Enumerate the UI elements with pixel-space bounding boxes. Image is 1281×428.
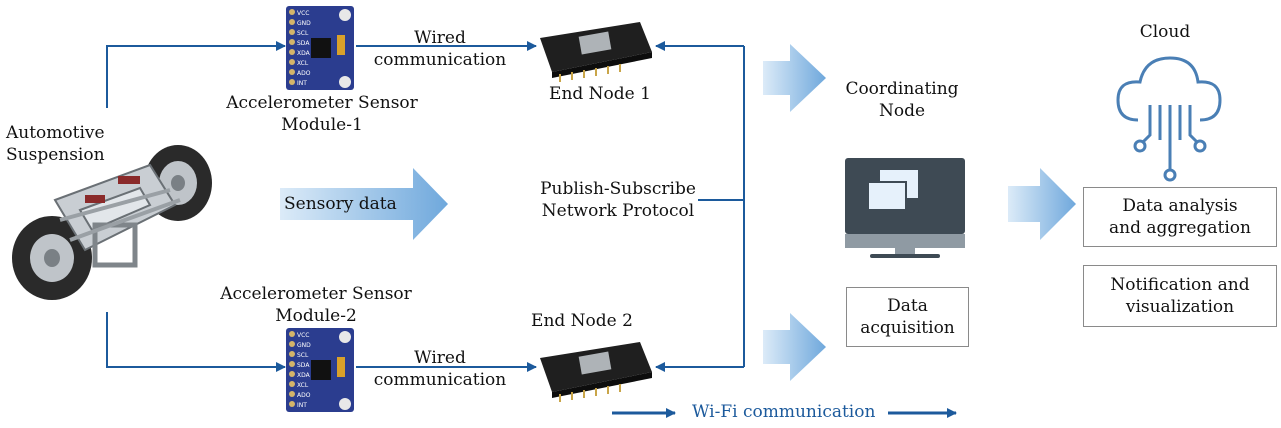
sensor-pin-label: SCL — [297, 30, 309, 37]
sensor-pin-label: SCL — [297, 352, 309, 359]
block-arrow-to-coordinator-top — [763, 44, 826, 112]
sensor-pin-label: GND — [297, 20, 311, 27]
cloud-label: Cloud — [1139, 22, 1191, 42]
sensor-pin-label: VCC — [297, 332, 309, 339]
end-node-1-board — [540, 22, 652, 82]
sensor-pin-label: ADO — [297, 70, 311, 77]
sensor-pin-label: SDA — [297, 40, 310, 47]
wired-comm-2-label: Wired communication — [373, 348, 507, 390]
sensor-pin-label: XCL — [297, 60, 309, 67]
data-acquisition-box: Data acquisition — [846, 287, 969, 347]
sensor-board-2 — [286, 328, 354, 412]
wire-suspension-to-sensor1 — [106, 41, 286, 108]
protocol-label: Publish-Subscribe Network Protocol — [540, 179, 696, 221]
suspension-image — [12, 145, 212, 300]
sensor-pin-label: GND — [297, 342, 311, 349]
wire-suspension-to-sensor2 — [106, 312, 286, 372]
suspension-label: Automotive Suspension — [6, 123, 105, 165]
sensor-pin-label: VCC — [297, 10, 309, 17]
notification-box: Notification and visualization — [1083, 265, 1277, 327]
data-analysis-box: Data analysis and aggregation — [1083, 187, 1277, 247]
cloud-icon — [1116, 56, 1222, 182]
monitor-icon — [845, 158, 965, 258]
sensor-2-label: Accelerometer Sensor Module-2 — [220, 284, 412, 326]
sensor-board-1 — [286, 6, 354, 90]
sensor-1-label: Accelerometer Sensor Module-1 — [226, 93, 418, 135]
end-node-1-label: End Node 1 — [549, 84, 651, 104]
sensor-pin-label: INT — [297, 80, 307, 87]
end-node-2-board — [540, 342, 652, 402]
sensor-pin-label: XCL — [297, 382, 309, 389]
sensor-pin-label: INT — [297, 402, 307, 409]
sensor-pin-label: XDA — [297, 50, 311, 57]
end-node-2-label: End Node 2 — [531, 311, 633, 331]
sensor-pin-label: XDA — [297, 372, 311, 379]
sensor-pin-label: SDA — [297, 362, 310, 369]
sensory-data-arrow — [280, 168, 448, 240]
sensory-data-label: Sensory data — [284, 194, 397, 214]
block-arrow-to-coordinator-bottom — [763, 313, 826, 381]
wifi-label: Wi-Fi communication — [692, 402, 876, 422]
coordinating-node-label: Coordinating Node — [845, 79, 959, 121]
sensor-pin-label: ADO — [297, 392, 311, 399]
block-arrow-to-cloud — [1008, 168, 1076, 240]
wired-comm-1-label: Wired communication — [373, 28, 507, 70]
